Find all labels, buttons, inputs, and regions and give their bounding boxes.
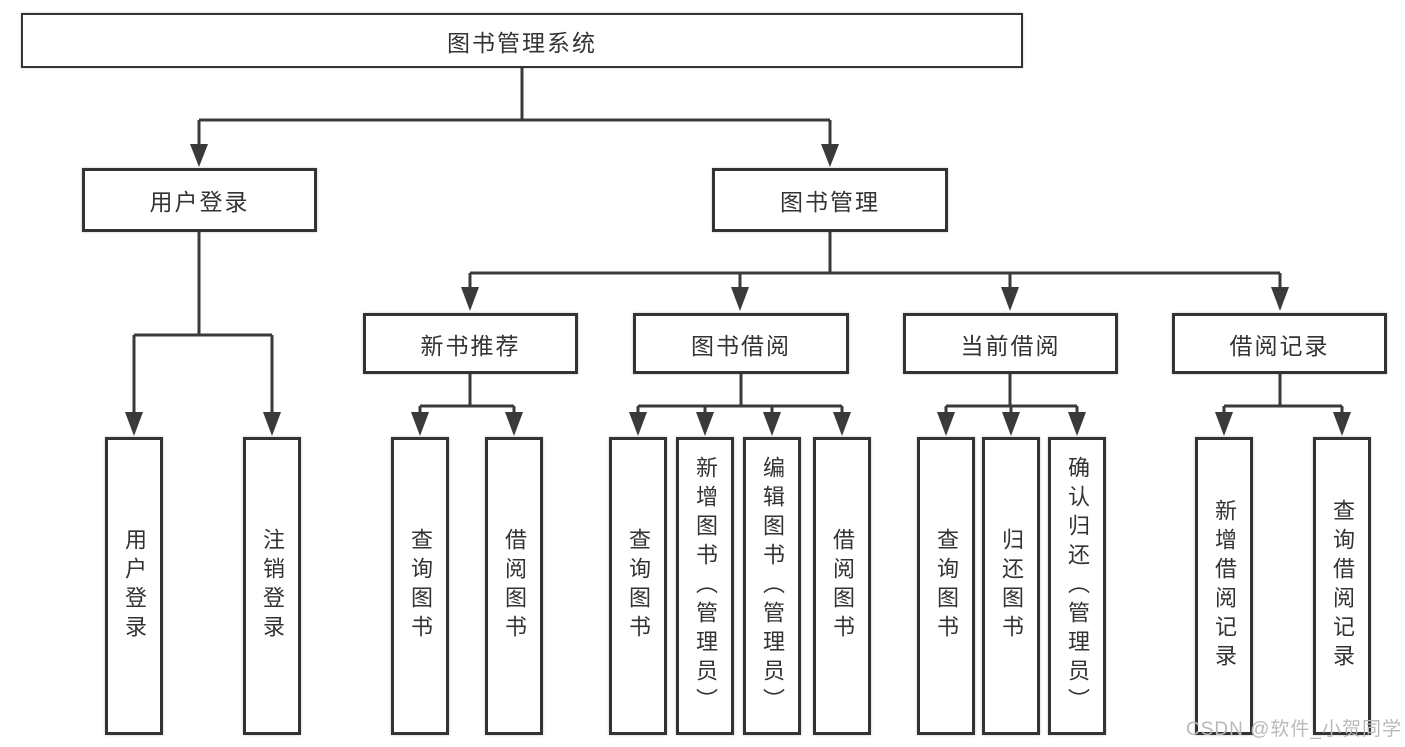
leaf-query-books-recommend: 查询图书 — [391, 437, 449, 735]
leaf-borrow-books-borrowing: 借阅图书 — [813, 437, 871, 735]
node-current-borrowing: 当前借阅 — [903, 313, 1118, 374]
node-borrowing-records: 借阅记录 — [1172, 313, 1387, 374]
leaf-confirm-return-admin: 确认归还（管理员） — [1048, 437, 1106, 735]
leaf-query-books-borrowing: 查询图书 — [609, 437, 667, 735]
leaf-logout-login: 注销登录 — [243, 437, 301, 735]
leaf-add-borrow-record: 新增借阅记录 — [1195, 437, 1253, 735]
leaf-add-book-admin: 新增图书（管理员） — [676, 437, 734, 735]
leaf-edit-book-admin: 编辑图书（管理员） — [743, 437, 801, 735]
node-user-login: 用户登录 — [82, 168, 317, 232]
leaf-query-books-current: 查询图书 — [917, 437, 975, 735]
node-book-borrowing: 图书借阅 — [633, 313, 849, 374]
leaf-return-books: 归还图书 — [982, 437, 1040, 735]
node-book-management: 图书管理 — [712, 168, 948, 232]
leaf-user-login: 用户登录 — [105, 437, 163, 735]
leaf-query-borrow-record: 查询借阅记录 — [1313, 437, 1371, 735]
leaf-borrow-books-recommend: 借阅图书 — [485, 437, 543, 735]
node-new-book-recommendation: 新书推荐 — [363, 313, 578, 374]
node-library-management-system: 图书管理系统 — [21, 13, 1023, 68]
arrowheads — [125, 144, 1351, 436]
watermark: CSDN @软件_小贺同学 — [1186, 719, 1402, 740]
